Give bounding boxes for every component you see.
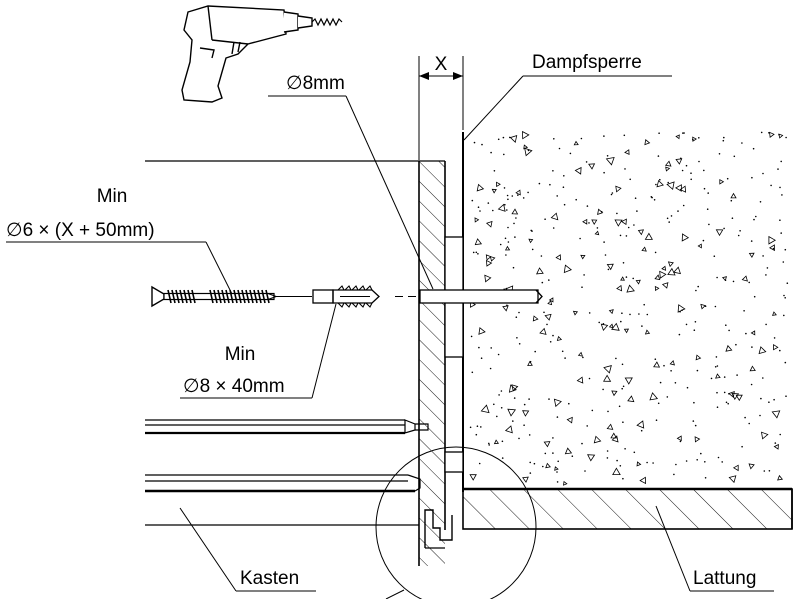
svg-text:∅8mm: ∅8mm <box>286 73 345 94</box>
box-callout: Kasten <box>179 507 316 592</box>
diameter-symbol: ∅ <box>183 376 200 397</box>
dimension-x <box>418 56 464 160</box>
dimension-x-label: X <box>435 54 448 75</box>
diameter-symbol: ∅ <box>286 73 303 94</box>
screw-min-label: Min <box>97 186 128 207</box>
box-frame <box>145 160 464 566</box>
vapor-barrier-label: Dampfsperre <box>532 52 642 73</box>
rail-upper <box>145 419 429 435</box>
box-label: Kasten <box>240 568 299 589</box>
drill-icon <box>181 5 313 103</box>
batten-callout: Lattung <box>655 505 774 592</box>
screw-icon <box>151 285 312 308</box>
bottom-clip <box>424 509 453 548</box>
vapor-barrier-callout: Dampfsperre <box>463 52 672 141</box>
diameter-symbol: ∅ <box>6 220 23 241</box>
wall-plug-icon <box>312 285 380 308</box>
drill-diameter-callout: ∅8mm <box>268 73 434 290</box>
batten-label: Lattung <box>693 568 756 589</box>
drill-diameter-label: 8mm <box>303 73 345 94</box>
concrete-wall <box>469 130 789 486</box>
svg-text:∅8 × 40mm: ∅8 × 40mm <box>183 376 285 397</box>
concrete-aggregate <box>469 130 789 486</box>
dowel-spec-callout: Min ∅8 × 40mm <box>180 303 337 399</box>
screw-spec-callout: Min ∅6 × (X + 50mm) <box>6 186 233 295</box>
detail-circle <box>375 446 537 604</box>
screw-spec-label: 6 × (X + 50mm) <box>23 220 155 241</box>
dowel-min-label: Min <box>225 344 256 365</box>
svg-text:∅6 × (X + 50mm): ∅6 × (X + 50mm) <box>6 220 155 241</box>
drill-bit <box>311 17 343 27</box>
batten <box>462 487 793 530</box>
drill-hole <box>395 289 543 304</box>
rail-lower <box>145 474 421 493</box>
dowel-spec-label: 8 × 40mm <box>200 376 285 397</box>
